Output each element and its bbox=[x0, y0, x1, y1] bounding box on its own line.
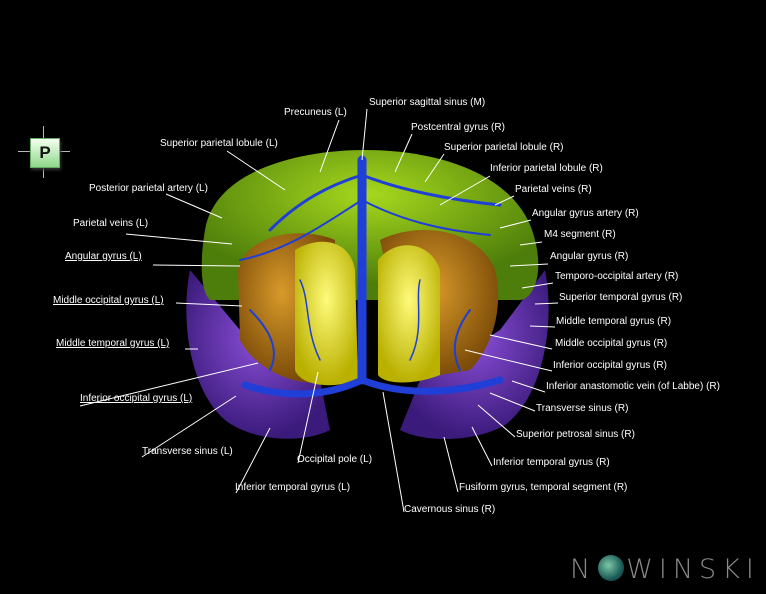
label-temporo-occipital-artery-r: Temporo-occipital artery (R) bbox=[555, 271, 679, 282]
veins-and-sinuses bbox=[239, 155, 504, 398]
orientation-cube-p[interactable]: P bbox=[30, 138, 60, 168]
nowinski-logo: N WINSKI bbox=[570, 554, 760, 585]
label-middle-occipital-gyrus-r: Middle occipital gyrus (R) bbox=[555, 338, 668, 349]
label-superior-sagittal-sinus: Superior sagittal sinus (M) bbox=[369, 97, 486, 108]
occipital-pole-right bbox=[378, 245, 440, 383]
logo-text-left: N bbox=[570, 554, 597, 585]
globe-icon bbox=[598, 555, 625, 581]
label-cavernous-sinus-r: Cavernous sinus (R) bbox=[404, 504, 496, 515]
logo-text-right: WINSKI bbox=[626, 554, 760, 585]
label-labbe-vein-r: Inferior anastomotic vein (of Labbe) (R) bbox=[546, 381, 720, 392]
label-sup-parietal-lobule-l: Superior parietal lobule (L) bbox=[160, 138, 278, 149]
label-transverse-sinus-r: Transverse sinus (R) bbox=[536, 403, 629, 414]
label-superior-petrosal-sinus-r: Superior petrosal sinus (R) bbox=[516, 429, 635, 440]
label-parietal-veins-r: Parietal veins (R) bbox=[515, 184, 592, 195]
occipital-pole-left bbox=[295, 241, 358, 386]
label-inferior-temporal-gyrus-l: Inferior temporal gyrus (L) bbox=[235, 482, 351, 493]
label-occipital-pole-l: Occipital pole (L) bbox=[297, 454, 373, 465]
label-inf-parietal-lobule-r: Inferior parietal lobule (R) bbox=[490, 163, 603, 174]
label-post-parietal-artery-l: Posterior parietal artery (L) bbox=[89, 183, 208, 194]
label-fusiform-gyrus-r: Fusiform gyrus, temporal segment (R) bbox=[459, 482, 628, 493]
label-inferior-occipital-gyrus-l: Inferior occipital gyrus (L) bbox=[80, 393, 193, 404]
label-angular-gyrus-r: Angular gyrus (R) bbox=[550, 251, 629, 262]
label-angular-artery-r: Angular gyrus artery (R) bbox=[532, 208, 639, 219]
label-inferior-occipital-gyrus-r: Inferior occipital gyrus (R) bbox=[553, 360, 667, 371]
label-parietal-veins-l: Parietal veins (L) bbox=[73, 218, 149, 229]
label-angular-gyrus-l: Angular gyrus (L) bbox=[65, 251, 142, 262]
label-transverse-sinus-l: Transverse sinus (L) bbox=[142, 446, 233, 457]
label-precuneus-l: Precuneus (L) bbox=[284, 107, 347, 118]
orientation-marker[interactable]: P bbox=[18, 126, 70, 178]
label-sup-parietal-lobule-r: Superior parietal lobule (R) bbox=[444, 142, 564, 153]
leader-lines bbox=[79, 108, 559, 513]
label-m4-segment-r: M4 segment (R) bbox=[544, 229, 616, 240]
label-superior-temporal-gyrus-r: Superior temporal gyrus (R) bbox=[559, 292, 683, 303]
label-middle-temporal-gyrus-l: Middle temporal gyrus (L) bbox=[56, 338, 170, 349]
label-postcentral-r: Postcentral gyrus (R) bbox=[411, 122, 505, 133]
label-inferior-temporal-gyrus-r: Inferior temporal gyrus (R) bbox=[493, 457, 610, 468]
label-middle-temporal-gyrus-r: Middle temporal gyrus (R) bbox=[556, 316, 672, 327]
label-middle-occipital-gyrus-l: Middle occipital gyrus (L) bbox=[53, 295, 164, 306]
